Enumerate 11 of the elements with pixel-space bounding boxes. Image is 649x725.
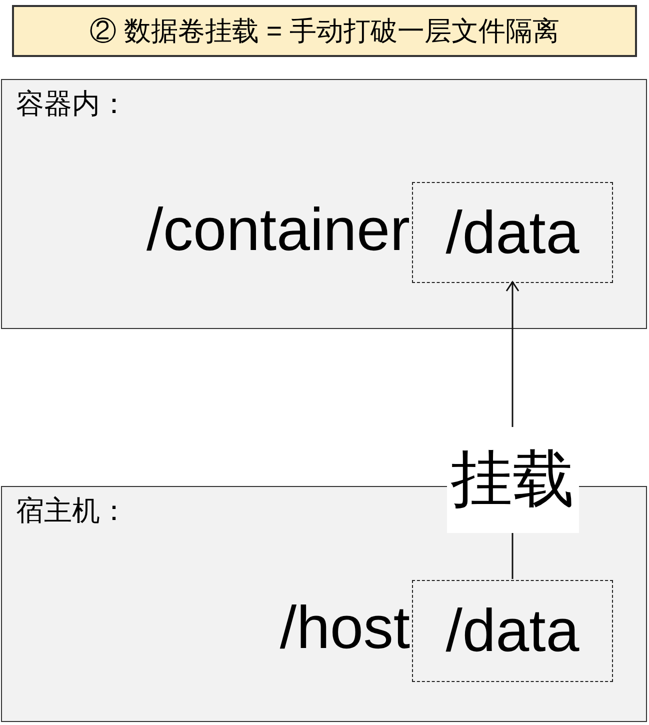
title-banner: ② 数据卷挂载 = 手动打破一层文件隔离 [12,5,637,57]
box-heading: 容器内： [16,90,128,118]
path-text: /container [146,200,410,260]
path-text: /data [446,601,580,661]
path-text: /host [280,598,410,658]
edge-label: 挂载 [446,426,578,532]
path-text: /data [446,202,580,262]
box-heading: 宿主机： [16,497,128,525]
container-box [1,79,647,329]
dashed-box [412,182,613,283]
dashed-box [412,580,613,682]
